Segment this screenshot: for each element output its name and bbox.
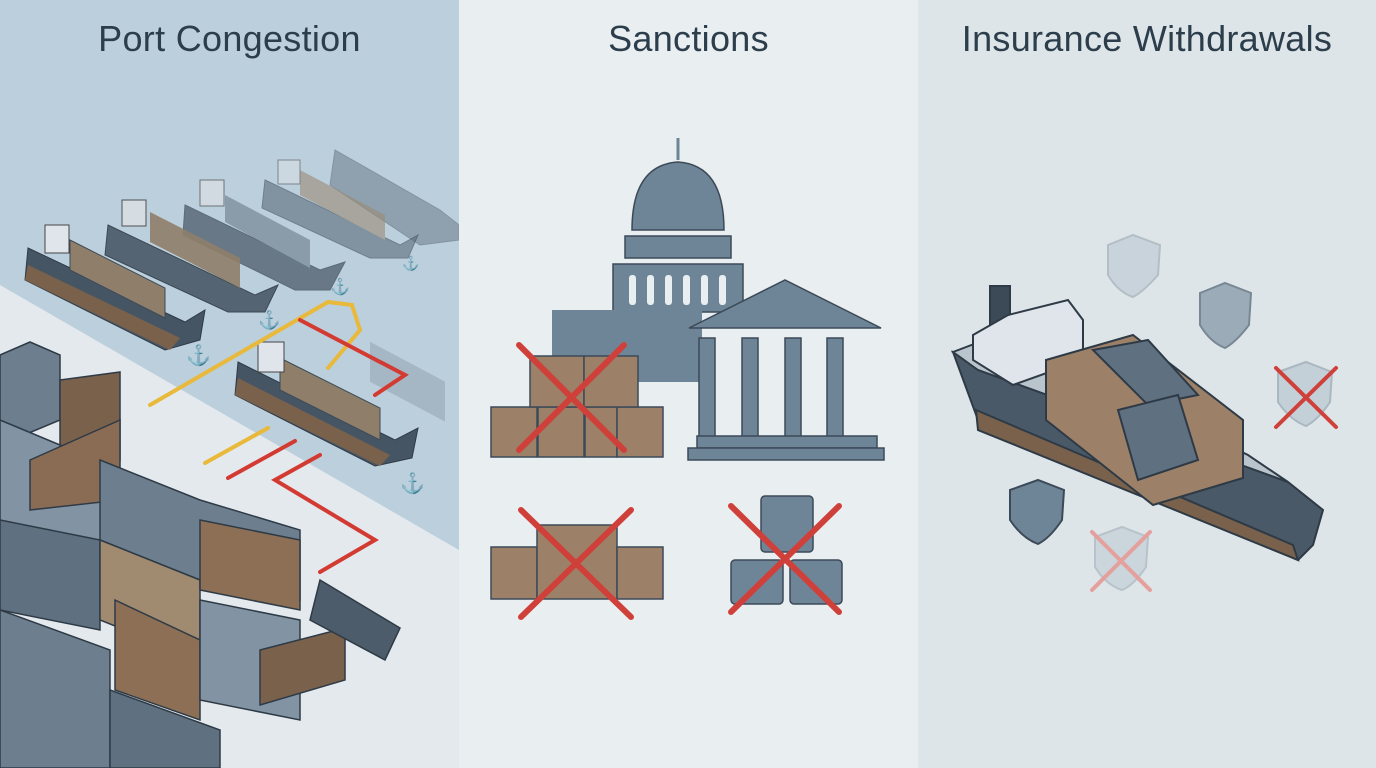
cross-icon	[1274, 366, 1338, 429]
anchor-icon: ⚓ ⚓ ⚓ ⚓ ⚓	[186, 255, 425, 495]
svg-text:⚓: ⚓	[402, 255, 419, 272]
port-congestion-illustration: ⚓ ⚓ ⚓ ⚓ ⚓	[0, 149, 459, 768]
boxes-icon	[730, 495, 843, 605]
svg-text:⚓: ⚓	[330, 277, 350, 296]
route-lines	[148, 299, 409, 574]
ship-icon	[329, 149, 459, 422]
container-ship-icon	[950, 285, 1325, 562]
ship-icon	[261, 159, 420, 259]
shield-icon	[1199, 281, 1253, 350]
crates-icon	[490, 355, 664, 458]
svg-text:⚓: ⚓	[400, 471, 425, 495]
ship-icon	[234, 341, 419, 467]
ship-icon	[104, 199, 280, 313]
ship-icon	[24, 224, 206, 351]
ship-icon	[182, 179, 347, 291]
cross-icon	[728, 503, 842, 615]
panel-insurance-withdrawals: Insurance Withdrawals	[918, 0, 1376, 768]
svg-text:⚓: ⚓	[186, 343, 211, 367]
panel-port-congestion: Port Congestion	[0, 0, 459, 768]
cross-icon	[1090, 530, 1152, 592]
panel-sanctions: Sanctions	[459, 0, 918, 768]
shield-icon	[1107, 233, 1162, 299]
container-stack	[0, 341, 401, 768]
government-building-icon	[687, 279, 885, 461]
cross-icon	[516, 342, 627, 453]
panel-title: Port Congestion	[98, 18, 361, 59]
capitol-icon	[552, 138, 744, 382]
cross-icon	[518, 507, 634, 620]
panel-title: Sanctions	[608, 18, 769, 59]
shield-icon	[1009, 478, 1066, 546]
insurance-illustration	[950, 233, 1338, 592]
svg-text:⚓: ⚓	[258, 309, 280, 330]
panel-title: Insurance Withdrawals	[961, 18, 1333, 59]
capitol-columns	[629, 275, 726, 305]
sanctions-illustration	[490, 138, 885, 620]
